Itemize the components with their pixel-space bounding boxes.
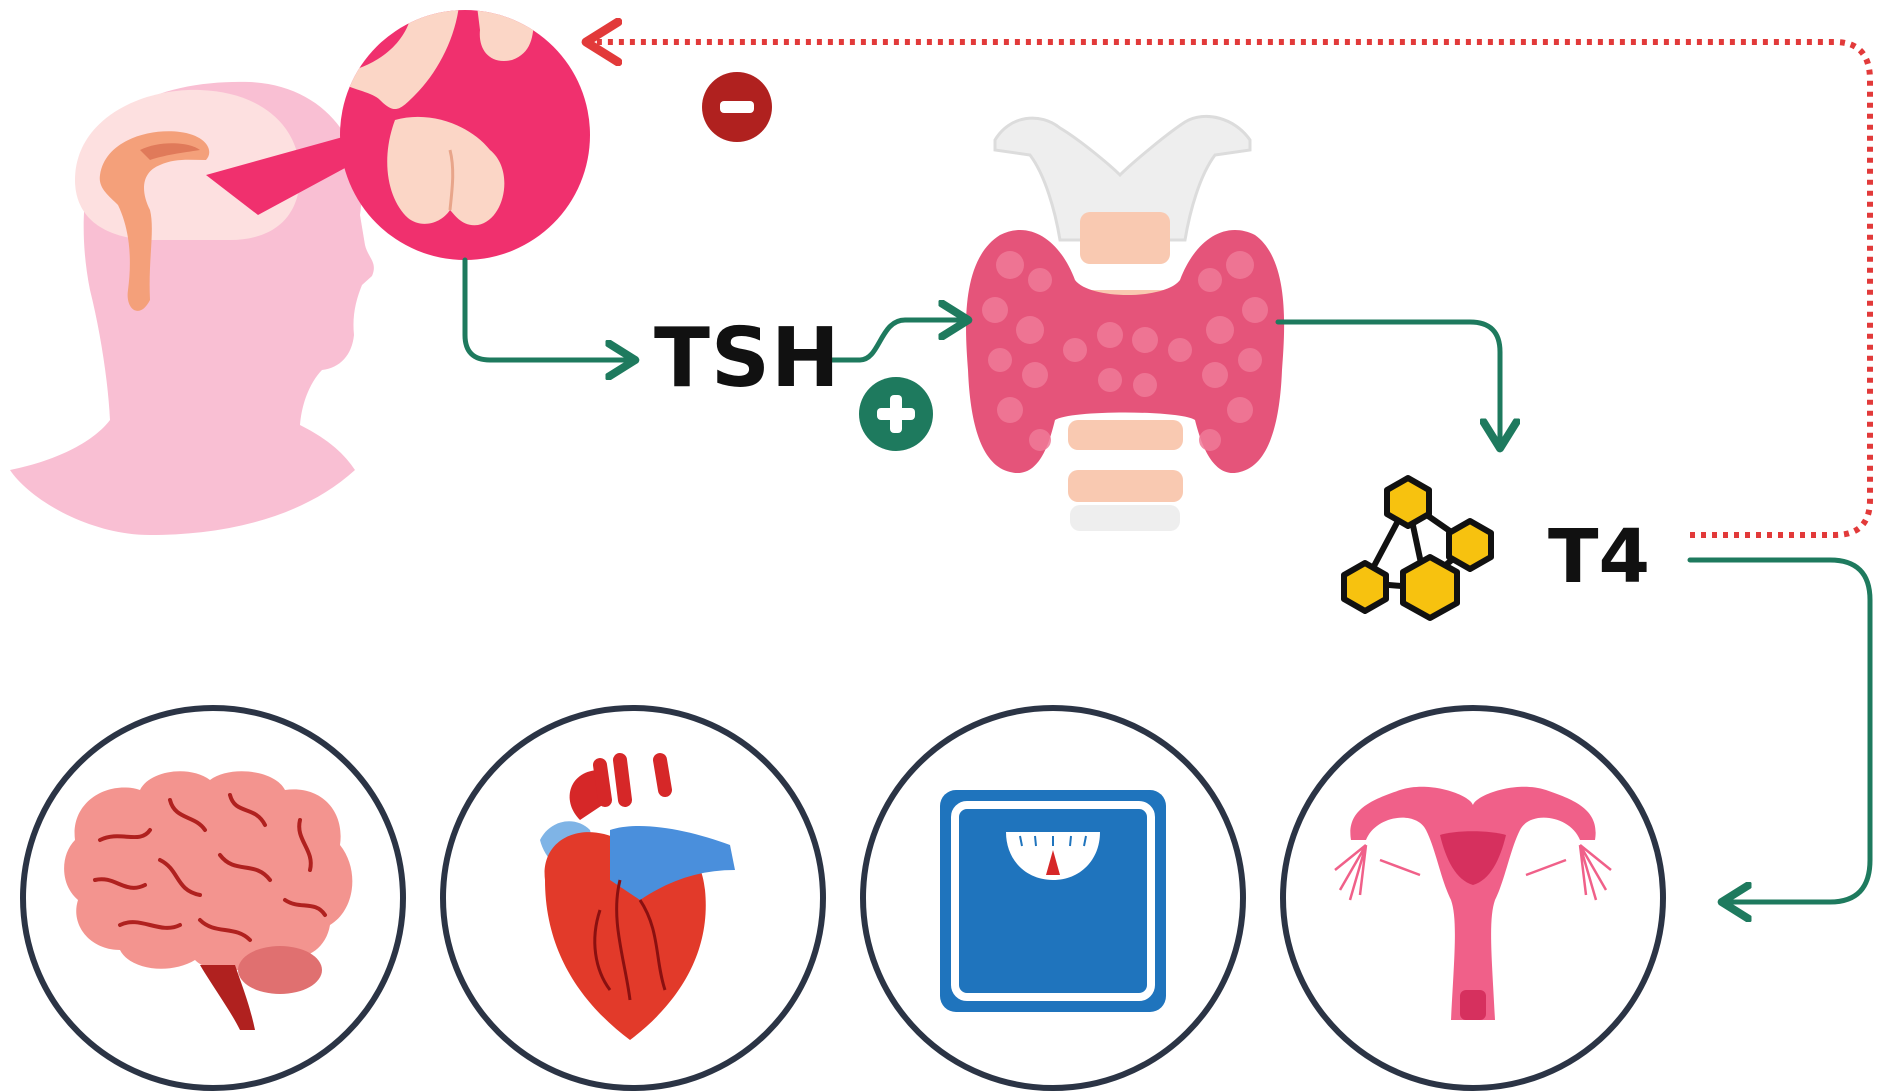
head-pituitary-icon <box>10 0 590 535</box>
arrow-pituitary-to-tsh <box>465 260 632 360</box>
arrow-tsh-to-thyroid <box>832 320 965 360</box>
tsh-label: TSH <box>654 318 841 400</box>
stimulate-badge <box>859 377 933 451</box>
scale-icon <box>940 790 1166 1012</box>
t4-label: T4 <box>1548 520 1650 594</box>
arrow-t4-to-targets <box>1690 560 1870 902</box>
arrow-thyroid-to-t4 <box>1278 322 1500 445</box>
inhibit-badge <box>702 72 772 142</box>
molecule-icon <box>1344 478 1491 618</box>
thyroid-gland-icon <box>966 116 1284 531</box>
